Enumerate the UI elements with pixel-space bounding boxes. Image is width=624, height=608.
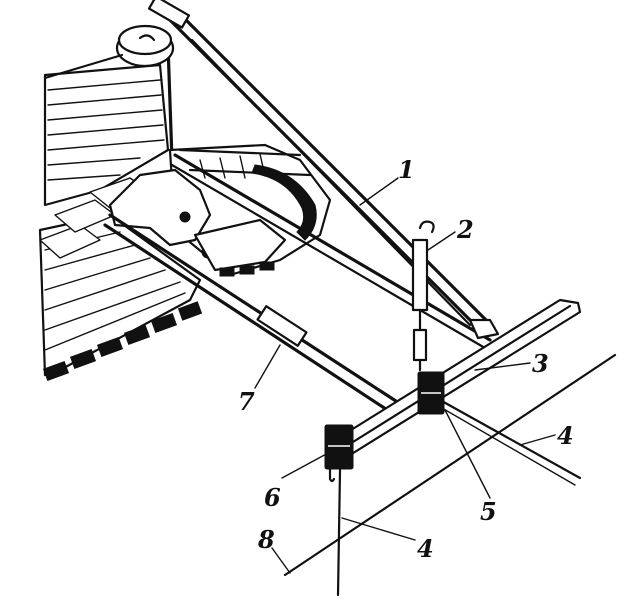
hydraulic-cylinder [411,220,435,372]
callout-2: 2 [456,215,474,244]
callout-5: 5 [480,497,497,526]
tractor-body [38,63,203,382]
callout-1: 1 [398,155,415,184]
callout-8: 8 [257,525,275,554]
ground-lines [283,353,617,597]
track-lugs [42,301,203,382]
callout-7: 7 [238,387,255,416]
callout-6: 6 [264,483,281,512]
callout-3: 3 [532,349,549,378]
lower-link-rod [103,213,404,417]
mast-pulley [43,24,175,162]
leader-lines [254,177,556,574]
callout-4-bottom: 4 [417,534,434,563]
marker-block-6 [324,424,354,483]
marker-block-5 [417,371,445,415]
callout-labels: 1 2 3 4 4 5 6 7 8 [238,155,574,563]
callout-4-right: 4 [557,421,574,450]
